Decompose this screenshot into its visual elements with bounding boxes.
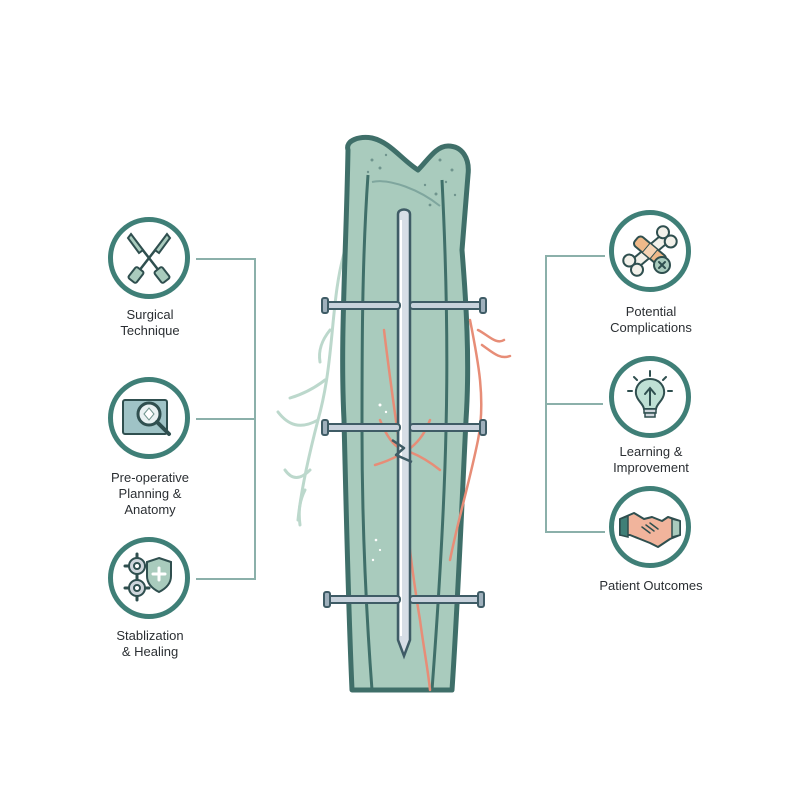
bandaged-bone-icon [622, 225, 678, 277]
patient-outcomes-icon-circle [609, 486, 691, 568]
stabilization-healing-icon-circle [108, 537, 190, 619]
surgical-technique-icon-circle [108, 217, 190, 299]
handshake-icon [619, 512, 681, 548]
lightbulb-icon [627, 370, 673, 418]
left-connector-mid [196, 418, 254, 420]
bone-texture [366, 153, 457, 207]
right-connector [545, 255, 605, 533]
fracture-line [391, 438, 413, 464]
potential-complications-icon-circle [609, 210, 691, 292]
learning-improvement-icon-circle [609, 356, 691, 438]
scissors-icon [126, 232, 172, 284]
learning-improvement-label: Learning & Improvement [613, 444, 689, 475]
gears-shield-icon [123, 552, 172, 602]
preoperative-planning-label: Pre-operative Planning & Anatomy [110, 470, 190, 517]
stabilization-healing-label: Stablization & Healing [116, 628, 184, 659]
intramedullary-rod [396, 208, 412, 660]
potential-complications-label: Potential Complications [610, 304, 692, 335]
preoperative-planning-icon-circle [108, 377, 190, 459]
magnifier-xray-icon [122, 399, 171, 436]
patient-outcomes-label: Patient Outcomes [599, 578, 703, 593]
right-connector-mid [545, 403, 603, 405]
screws [321, 297, 487, 608]
surgical-technique-label: Surgical Technique [120, 307, 180, 338]
left-connector [196, 258, 256, 580]
nerve-branches [276, 248, 347, 527]
